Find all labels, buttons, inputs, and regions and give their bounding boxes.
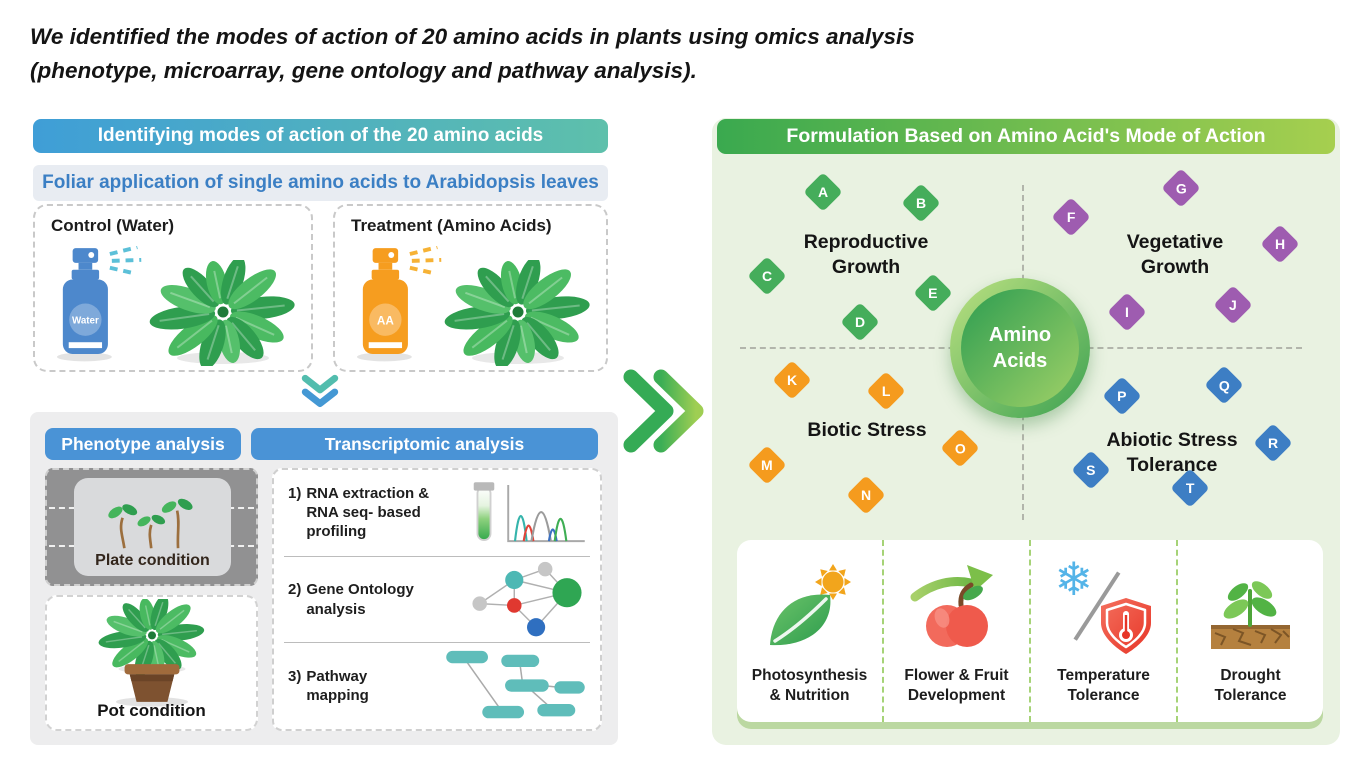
leaf-sun-icon [770, 564, 851, 646]
amino-acid-badge-i: I [1107, 292, 1147, 332]
test-tube-icon [473, 482, 495, 541]
quadrant-label-biotic-stress: Biotic Stress [807, 419, 927, 441]
arabidopsis-plant-icon [147, 260, 297, 366]
pathway-map-icon [446, 651, 585, 719]
benefit-temperature: ❄ [1029, 540, 1176, 722]
title-line-2: (phenotype, microarray, gene ontology an… [30, 57, 697, 83]
amino-acid-badge-g: G [1161, 168, 1201, 208]
pathway-mapping-row: 3) Pathway mapping [284, 642, 590, 729]
flow-arrow-icon [623, 369, 704, 453]
sprout-cracked-soil-icon [1211, 581, 1290, 650]
treatment-box-label: Treatment (Amino Acids) [351, 216, 552, 235]
amino-acid-badge-p: P [1102, 376, 1142, 416]
amino-acid-badge-a: A [803, 172, 843, 212]
benefits-card: Photosynthesis& Nutrition [737, 540, 1323, 722]
amino-acid-badge-d: D [840, 302, 880, 342]
transcriptomic-steps-box: 1) RNA extraction & RNA seq- based profi… [272, 468, 602, 731]
amino-acid-badge-k: K [772, 360, 812, 400]
pot-condition-label: Pot condition [97, 701, 206, 720]
foliar-application-label: Foliar application of single amino acids… [33, 165, 608, 201]
formulation-section: Formulation Based on Amino Acid's Mode o… [712, 118, 1340, 745]
page-title: We identified the modes of action of 20 … [30, 20, 915, 88]
left-section-header: Identifying modes of action of the 20 am… [33, 119, 608, 153]
arabidopsis-plant-icon [442, 260, 592, 366]
gene-ontology-step: 2) Gene Ontology analysis [288, 581, 414, 618]
control-water-box: Control (Water) Water [33, 204, 313, 372]
phenotype-analysis-header: Phenotype analysis [45, 428, 241, 460]
apple-growth-arrow-icon [910, 565, 993, 648]
plate-condition-label: Plate condition [95, 552, 210, 569]
identification-section: Identifying modes of action of the 20 am… [30, 119, 618, 746]
title-line-1: We identified the modes of action of 20 … [30, 24, 915, 49]
bottle-label-aa: AA [377, 315, 394, 328]
transcriptomic-analysis-header: Transcriptomic analysis [251, 428, 598, 460]
pot-condition-box: Pot condition [45, 592, 258, 731]
chevron-down-icon [301, 374, 339, 408]
benefit-photosynthesis: Photosynthesis& Nutrition [737, 540, 882, 722]
amino-acid-badge-n: N [846, 475, 886, 515]
rna-profiling-step: 1) RNA extraction & RNA seq- based profi… [288, 485, 430, 541]
plate-condition-box: Plate condition [45, 468, 258, 586]
treatment-amino-acids-box: Treatment (Amino Acids) AA [333, 204, 608, 372]
chromatogram-icon [507, 484, 585, 542]
right-section-header: Formulation Based on Amino Acid's Mode o… [717, 119, 1335, 154]
shield-thermometer-icon [1100, 598, 1151, 655]
pathway-mapping-step: 3) Pathway mapping [288, 667, 369, 705]
amino-acid-badge-q: Q [1204, 365, 1244, 405]
amino-acid-spray-bottle-icon: AA [356, 246, 442, 362]
gene-ontology-row: 2) Gene Ontology analysis [284, 555, 590, 643]
bottle-label-water: Water [72, 316, 99, 327]
plate-inner-panel: Plate condition [74, 478, 231, 576]
amino-acid-badge-b: B [901, 183, 941, 223]
potted-plant-icon [96, 592, 206, 707]
water-spray-bottle-icon: Water [56, 246, 142, 362]
amino-acid-badge-j: J [1213, 285, 1253, 325]
amino-acid-badge-m: M [747, 445, 787, 485]
seedlings-icon [107, 498, 193, 549]
benefit-label: Photosynthesis& Nutrition [751, 667, 868, 705]
control-box-label: Control (Water) [51, 216, 175, 235]
gene-ontology-network-icon [472, 561, 582, 636]
amino-acid-badge-l: L [866, 371, 906, 411]
snowflake-icon: ❄ [1054, 553, 1094, 606]
rna-profiling-row: 1) RNA extraction & RNA seq- based profi… [284, 470, 590, 556]
analysis-panel: Phenotype analysis Transcriptomic analys… [30, 412, 618, 745]
